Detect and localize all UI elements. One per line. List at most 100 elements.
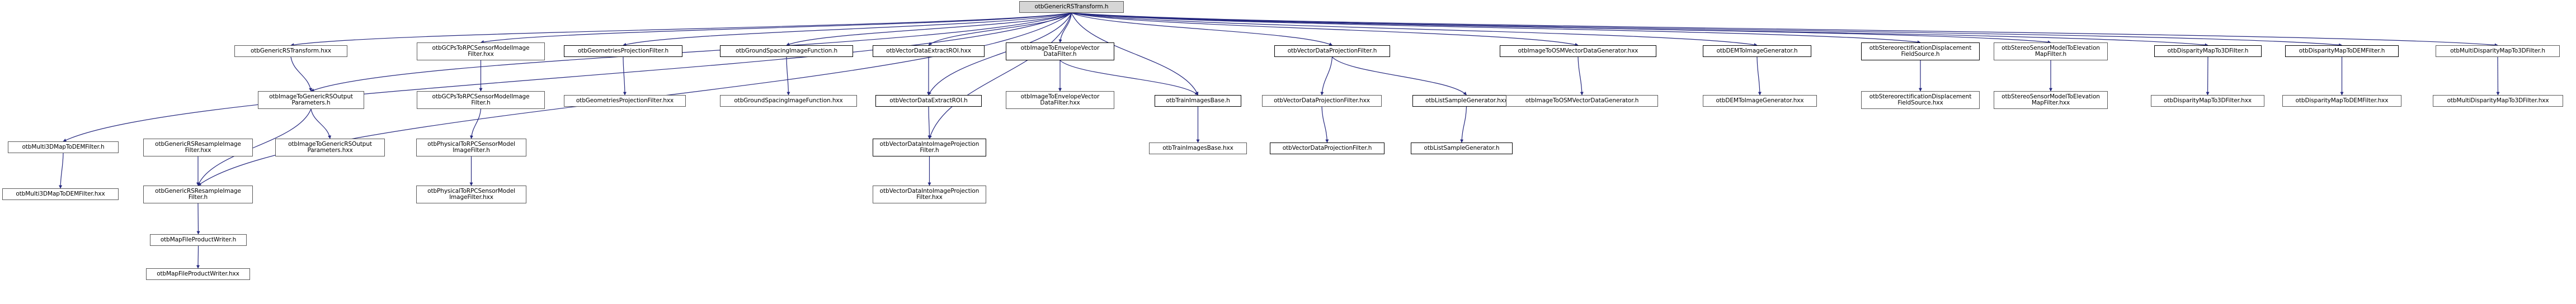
graph-node[interactable]: otbGeometriesProjectionFilter.hxx [564,95,686,107]
graph-edge [786,12,1072,46]
graph-node[interactable]: otbDisparityMapTo3DFilter.hxx [2151,95,2264,107]
graph-edge [1577,56,1584,96]
graph-node[interactable]: otbMultiDisparityMapTo3DFilter.h [2436,45,2560,57]
graph-node[interactable]: otbVectorDataProjectionFilter.h [1274,45,1390,57]
graph-edge [310,108,332,139]
graph-edge [1320,56,1333,96]
graph-edge [1071,12,1579,46]
graph-edge [480,12,1072,44]
graph-edge [1756,56,1762,96]
graph-edge [469,108,482,139]
graph-node[interactable]: otbListSampleGenerator.h [1411,142,1513,154]
graph-node-label: otbVectorDataProjectionFilter.h [1287,47,1377,54]
graph-node-label: otbMultiDisparityMapTo3DFilter.h [2450,47,2545,54]
graph-node-label: otbGeometriesProjectionFilter.h [577,47,669,54]
graph-edge [1071,12,2051,44]
graph-edge [63,12,1072,142]
graph-node[interactable]: otbGenericRSTransform.hxx [234,45,347,57]
graph-edge [1321,106,1329,143]
graph-node-label: otbTrainImagesBase.h [1166,97,1230,104]
graph-node[interactable]: otbVectorDataProjectionFilter.h [1270,142,1384,154]
graph-edge [1332,56,1467,96]
graph-node[interactable]: otbDisparityMapToDEMFilter.hxx [2282,95,2401,107]
graph-node-label: otbMapFileProductWriter.hxx [157,270,239,277]
graph-edge [929,12,1072,139]
graph-node-label: otbGroundSpacingImageFunction.h [735,47,838,54]
graph-node[interactable]: otbVectorDataExtractROI.h [875,95,982,107]
graph-node[interactable]: otbMapFileProductWriter.hxx [146,268,250,280]
graph-node[interactable]: otbGroundSpacingImageFunction.h [720,45,853,57]
graph-node-label: otbVectorDataProjectionFilter.h [1282,144,1372,151]
graph-edge [1071,12,2208,47]
graph-node[interactable]: otbGeometriesProjectionFilter.h [564,45,682,57]
graph-node-label: otbGeometriesProjectionFilter.hxx [576,97,674,104]
graph-node-label: otbMulti3DMapToDEMFilter.h [22,143,105,150]
graph-node-label: otbVectorDataExtractROI.h [889,97,968,104]
graph-node[interactable]: otbTrainImagesBase.h [1155,95,1241,107]
graph-node[interactable]: otbDEMToImageGenerator.hxx [1703,95,1817,107]
graph-node[interactable]: otbDisparityMapToDEMFilter.h [2285,45,2399,57]
graph-edge [786,56,790,96]
graph-node-label: otbDisparityMapTo3DFilter.h [2167,47,2249,54]
graph-node-label: otbImageToOSMVectorDataGenerator.h [1525,97,1639,104]
graph-node[interactable]: otbGenericRSTransform.h [1019,1,1124,13]
graph-edge [196,245,200,269]
graph-edge [1071,12,2343,47]
graph-node[interactable]: otbVectorDataProjectionFilter.hxx [1262,95,1382,107]
graph-node[interactable]: otbDisparityMapTo3DFilter.h [2154,45,2262,57]
graph-node[interactable]: otbMulti3DMapToDEMFilter.h [8,141,119,153]
graph-edge [1071,12,1758,47]
graph-node-label: otbImageToOSMVectorDataGenerator.hxx [1518,47,1638,54]
graph-node[interactable]: otbListSampleGenerator.hxx [1412,95,1520,107]
graph-node[interactable]: otbImageToOSMVectorDataGenerator.h [1506,95,1658,107]
graph-node[interactable]: otbMapFileProductWriter.h [150,234,247,246]
graph-node-label: otbVectorDataExtractROI.hxx [886,47,971,54]
graph-node[interactable]: otbVectorDataExtractROI.hxx [873,45,985,57]
graph-edge [927,106,931,139]
graph-edge [290,56,313,92]
graph-edge [623,12,1072,46]
graph-edge [59,153,64,189]
graph-edge [1059,60,1198,96]
graph-node[interactable]: otbDEMToImageGenerator.h [1703,45,1811,57]
graph-edge [290,12,1072,47]
graph-edge [1460,106,1467,143]
graph-node[interactable]: otbMulti3DMapToDEMFilter.hxx [2,188,119,200]
graph-node-label: otbGenericRSTransform.hxx [250,47,332,54]
graph-node[interactable]: otbMultiDisparityMapTo3DFilter.hxx [2433,95,2563,107]
graph-node-label: otbDisparityMapToDEMFilter.h [2299,47,2385,54]
graph-node[interactable]: otbTrainImagesBase.hxx [1149,142,1247,154]
graph-node-label: otbListSampleGenerator.hxx [1425,97,1508,104]
graph-node[interactable]: otbImageToOSMVectorDataGenerator.hxx [1500,45,1656,57]
graph-node[interactable]: otbGroundSpacingImageFunction.hxx [720,95,857,107]
